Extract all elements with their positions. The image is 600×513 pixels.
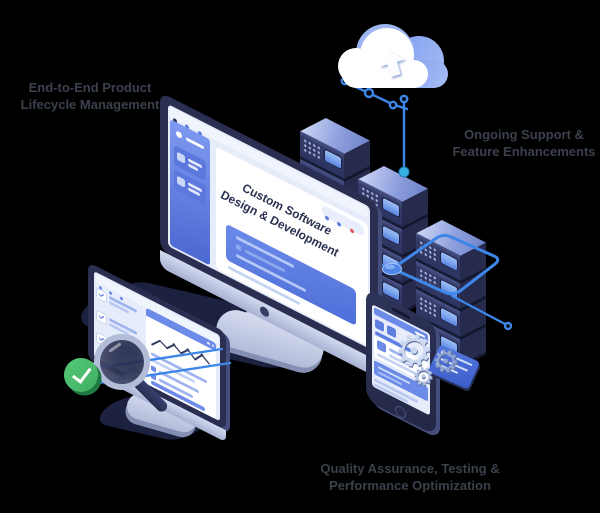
phone-network-line — [450, 294, 507, 326]
network-ring — [394, 233, 500, 296]
label-line: Feature Enhancements — [452, 144, 596, 160]
link-node-icon — [503, 321, 513, 331]
label-line: Lifecycle Management — [20, 97, 160, 113]
app-tile-icon — [387, 324, 396, 339]
sidebar-logo-icon — [176, 130, 182, 140]
label-line: Performance Optimization — [329, 478, 491, 494]
label-line: Ongoing Support & — [464, 127, 584, 142]
home-button — [395, 403, 406, 421]
sidebar-item-icon — [177, 151, 185, 164]
label-ongoing-support: Ongoing Support & Feature Enhancements — [448, 126, 600, 160]
label-line: Quality Assurance, Testing & — [320, 461, 500, 476]
app-tile-icon — [375, 318, 384, 333]
link-node-icon — [388, 100, 398, 110]
sidebar-label-placeholder — [186, 137, 204, 149]
code-block-placeholder — [236, 243, 241, 252]
lens-shine — [108, 342, 122, 353]
list-bullet-icon — [151, 365, 156, 373]
app-sidebar — [170, 119, 210, 266]
desktop-monitor: Custom Software Design & Development — [65, 92, 400, 379]
checkbox-checked-icon — [97, 310, 106, 325]
cloud-upload-icon — [336, 16, 452, 104]
cloud-base — [342, 60, 428, 88]
connector-ball-icon — [398, 166, 410, 178]
magnifier-icon — [94, 334, 150, 390]
label-lifecycle-management: End-to-End Product Lifecycle Management — [12, 79, 168, 113]
label-quality-assurance: Quality Assurance, Testing & Performance… — [305, 460, 515, 494]
cloud-link-line — [345, 81, 409, 111]
sidebar-item-icon — [177, 175, 185, 188]
window-dot-icon — [207, 341, 210, 345]
network-hub-highlight — [385, 264, 395, 270]
card-icon — [377, 339, 386, 354]
label-line: End-to-End Product — [28, 80, 152, 95]
link-node-icon — [363, 87, 375, 99]
window-dot-icon — [211, 343, 214, 348]
arrow-shaft — [387, 60, 401, 77]
checkbox-checked-icon — [97, 288, 106, 303]
